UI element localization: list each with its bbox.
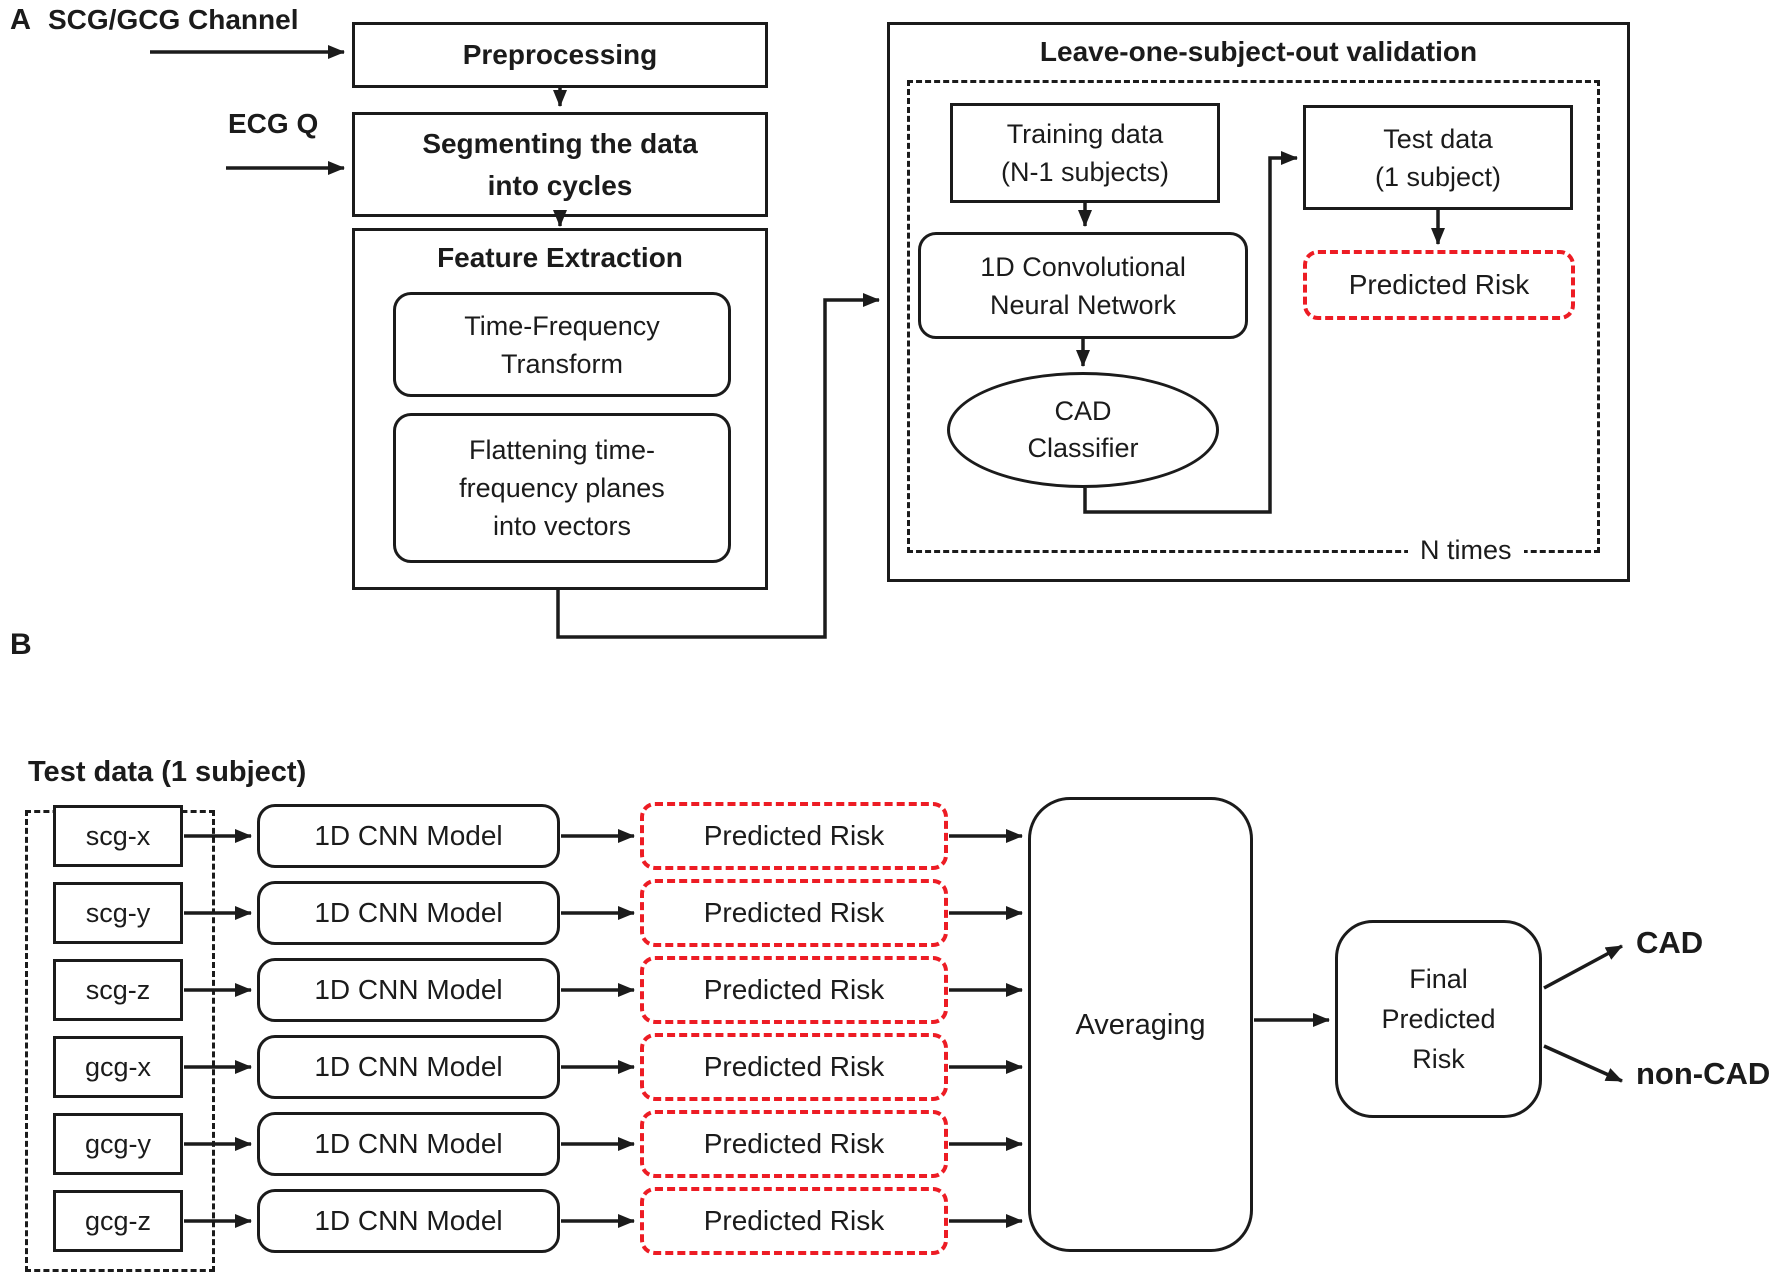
predicted-risk-label: Predicted Risk [703, 974, 885, 1005]
validation-loop-dashed-box [907, 80, 1600, 553]
predicted-risk-box: Predicted Risk [640, 1110, 948, 1178]
input-box-scg-x: scg-x [53, 805, 183, 867]
cnn-model-label: 1D CNN Model [314, 820, 503, 851]
predicted-risk-label: Predicted Risk [1348, 269, 1530, 300]
predicted-risk-label: Predicted Risk [703, 1128, 885, 1159]
cad-classifier-ellipse: CAD Classifier [947, 372, 1219, 488]
cnn-line2: Neural Network [989, 289, 1177, 320]
final-line2: Predicted [1381, 1004, 1496, 1034]
averaging-box: Averaging [1028, 797, 1253, 1252]
non-cad-class-label: non-CAD [1636, 1056, 1771, 1091]
test-data-heading: Test data (1 subject) [28, 756, 307, 788]
cnn-model-label: 1D CNN Model [314, 1128, 503, 1159]
input-box-scg-z: scg-z [53, 959, 183, 1021]
cnn-model-box: 1D CNN Model [257, 1189, 560, 1253]
flatten-line1: Flattening time- [468, 435, 656, 465]
input-label: scg-y [85, 898, 151, 928]
test-line1: Test data [1383, 123, 1493, 154]
input-label: scg-x [85, 821, 151, 851]
training-data-box: Training data (N-1 subjects) [950, 103, 1220, 203]
predicted-risk-box: Predicted Risk [640, 1033, 948, 1101]
classifier-line2: Classifier [1027, 433, 1139, 463]
ecg-q-label: ECG Q [228, 108, 319, 139]
input-box-gcg-z: gcg-z [53, 1190, 183, 1252]
input-label: gcg-z [84, 1206, 152, 1236]
cnn-model-label: 1D CNN Model [314, 974, 503, 1005]
predicted-risk-box: Predicted Risk [640, 956, 948, 1024]
final-line3: Risk [1412, 1044, 1465, 1074]
predicted-risk-box: Predicted Risk [640, 1187, 948, 1255]
input-label: gcg-x [84, 1052, 152, 1082]
scg-gcg-channel-label: SCG/GCG Channel [48, 4, 299, 35]
input-label: gcg-y [84, 1129, 152, 1159]
predicted-risk-box: Predicted Risk [640, 802, 948, 870]
cnn-box: 1D Convolutional Neural Network [918, 232, 1248, 339]
preprocessing-box: Preprocessing [352, 22, 768, 88]
arrow-final-to-noncad [1543, 1044, 1623, 1083]
cnn-model-box: 1D CNN Model [257, 1035, 560, 1099]
predicted-risk-box: Predicted Risk [640, 879, 948, 947]
cad-class-label: CAD [1636, 925, 1704, 960]
cnn-model-box: 1D CNN Model [257, 881, 560, 945]
classifier-line1: CAD [1054, 396, 1112, 426]
predicted-risk-label: Predicted Risk [703, 897, 885, 928]
validation-title: Leave-one-subject-out validation [1039, 36, 1478, 67]
averaging-label: Averaging [1075, 1008, 1206, 1041]
cnn-model-box: 1D CNN Model [257, 958, 560, 1022]
flatten-line2: frequency planes [459, 473, 665, 503]
feature-extraction-title: Feature Extraction [437, 242, 683, 273]
cnn-model-box: 1D CNN Model [257, 1112, 560, 1176]
predicted-risk-label: Predicted Risk [703, 1051, 885, 1082]
input-box-gcg-x: gcg-x [53, 1036, 183, 1098]
input-box-gcg-y: gcg-y [53, 1113, 183, 1175]
final-predicted-risk-box: Final Predicted Risk [1335, 920, 1542, 1118]
cnn-model-label: 1D CNN Model [314, 1205, 503, 1236]
training-line2: (N-1 subjects) [1000, 157, 1170, 187]
predicted-risk-box-validation: Predicted Risk [1303, 250, 1575, 320]
predicted-risk-label: Predicted Risk [703, 820, 885, 851]
input-label: scg-z [85, 975, 151, 1005]
n-times-label: N times [1408, 535, 1524, 566]
preprocessing-label: Preprocessing [462, 39, 658, 70]
test-data-box: Test data (1 subject) [1303, 105, 1573, 210]
test-line2: (1 subject) [1374, 161, 1502, 192]
time-frequency-transform-box: Time-Frequency Transform [393, 292, 731, 397]
input-box-scg-y: scg-y [53, 882, 183, 944]
final-line1: Final [1409, 964, 1468, 994]
cnn-line1: 1D Convolutional [980, 251, 1186, 282]
segmenting-box: Segmenting the data into cycles [352, 112, 768, 217]
tf-line1: Time-Frequency [464, 310, 660, 341]
segmenting-line1: Segmenting the data [422, 127, 698, 159]
segmenting-line2: into cycles [487, 169, 633, 201]
training-line1: Training data [1006, 119, 1164, 149]
flattening-box: Flattening time- frequency planes into v… [393, 413, 731, 563]
cnn-model-box: 1D CNN Model [257, 804, 560, 868]
arrow-final-to-cad [1543, 944, 1623, 990]
predicted-risk-label: Predicted Risk [703, 1205, 885, 1236]
flatten-line3: into vectors [492, 511, 632, 541]
cnn-model-label: 1D CNN Model [314, 1051, 503, 1082]
tf-line2: Transform [500, 348, 623, 379]
panel-a-label: A [10, 4, 31, 36]
cnn-model-label: 1D CNN Model [314, 897, 503, 928]
panel-b-label: B [10, 628, 32, 661]
